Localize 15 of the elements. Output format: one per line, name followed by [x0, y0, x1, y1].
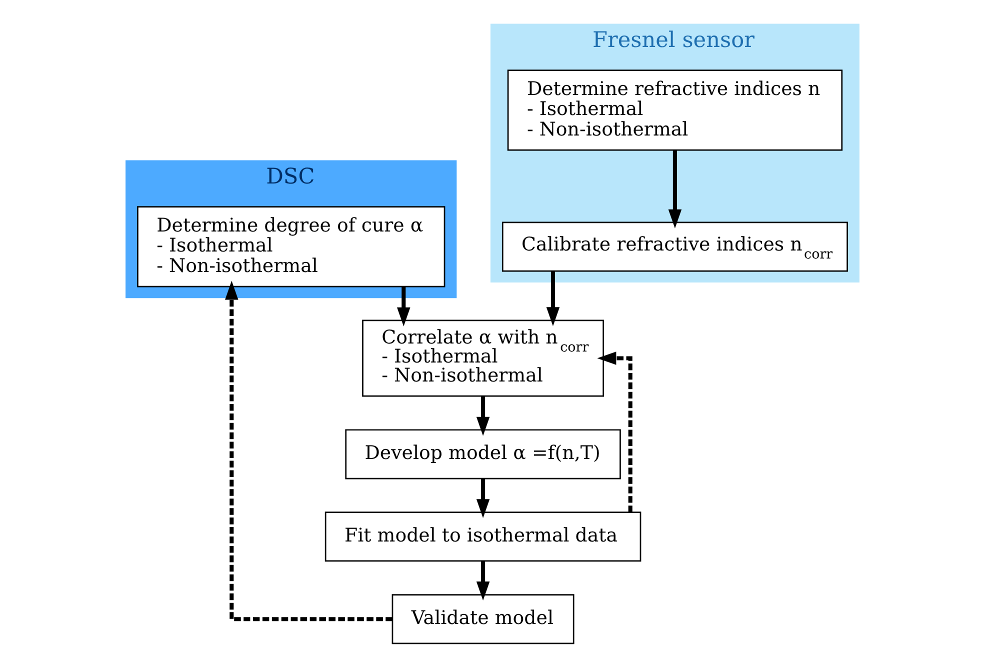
node-box: Correlate α with n$_{corr}$ - Isothermal - Non-isothermal [362, 320, 604, 397]
node-box: Develop model α =f(n,T) [345, 429, 621, 480]
node-box: Fit model to isothermal data [324, 512, 642, 562]
node-box: Validate model [392, 594, 574, 644]
arrow [476, 561, 490, 600]
arrow [476, 478, 490, 518]
arrow [668, 150, 682, 228]
arrow [546, 271, 560, 326]
node-box: Determine refractive indices n - Isothermal - Non-isothermal [507, 70, 843, 151]
node-box: Determine degree of cure α - Isothermal - Non-isothermal [137, 206, 446, 288]
arrow [397, 286, 410, 326]
arrow [476, 396, 490, 436]
arrow [597, 352, 632, 512]
node-box: Calibrate refractive indices n$_{corr}$ [502, 222, 848, 272]
arrow [225, 280, 392, 622]
